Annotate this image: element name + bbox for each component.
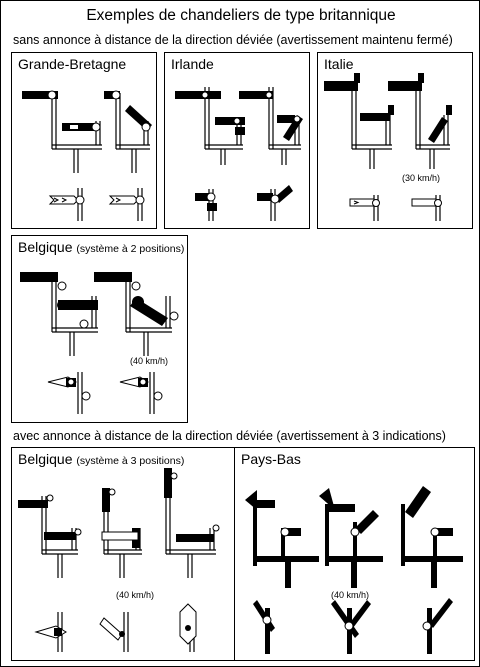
section-heading-with-announce: avec annonce à distance de la direction … [13, 429, 446, 443]
signal-diagram-great-britain [22, 90, 152, 221]
signal-diagram-ireland [175, 87, 303, 221]
speed-note: (30 km/h) [402, 173, 441, 183]
speed-note: (40 km/h) [130, 356, 169, 366]
panel-great-britain: Grande-Bretagne [11, 52, 157, 229]
panel-title: Italie [324, 56, 354, 72]
panel-name: Belgique [18, 451, 73, 467]
panel-note: (système à 3 positions) [76, 455, 185, 467]
panel-title: Belgique (système à 2 positions) [18, 239, 184, 255]
panel-belgium-2-positions: Belgique (système à 2 positions) (40 km/… [11, 235, 188, 423]
signal-diagram-netherlands [245, 486, 463, 654]
panel-belgium-3-positions: Belgique (système à 3 positions) (40 km/… [11, 447, 235, 661]
panel-title: Irlande [171, 56, 214, 72]
panel-note: (système à 2 positions) [76, 243, 185, 255]
panel-title: Pays-Bas [241, 451, 301, 467]
signal-diagram-italy [324, 73, 452, 221]
panel-title: Belgique (système à 3 positions) [18, 451, 184, 467]
figure-title: Exemples de chandeliers de type britanni… [86, 7, 396, 24]
signal-diagram-belgium-2-positions [20, 272, 179, 414]
panel-title: Grande-Bretagne [18, 56, 127, 72]
signal-diagram-belgium-3-positions [18, 468, 220, 652]
section-heading-without-announce: sans annonce à distance de la direction … [13, 33, 453, 47]
panel-ireland: Irlande [164, 52, 310, 229]
panel-netherlands: Pays-Bas (40 km/h) [234, 447, 475, 661]
speed-note: (40 km/h) [331, 590, 370, 600]
speed-note: (40 km/h) [116, 590, 155, 600]
panel-italy: Italie (30 km/h) [317, 52, 473, 229]
panel-name: Belgique [18, 239, 73, 255]
